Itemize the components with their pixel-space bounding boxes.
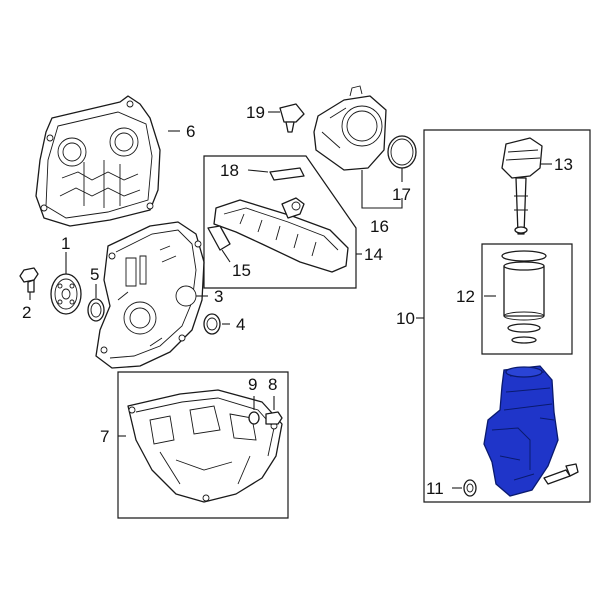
- callout-8: 8: [268, 375, 277, 394]
- filter-element-box: [481, 243, 573, 355]
- callout-1: 1: [61, 234, 70, 253]
- throttle-body: [313, 85, 387, 171]
- callout-7: 7: [100, 427, 109, 446]
- callout-11: 11: [426, 479, 444, 498]
- intake-gasket-18: [269, 167, 305, 181]
- pulley-bolt: [19, 267, 39, 293]
- filter-element: [501, 250, 547, 344]
- intake-manifold: [213, 197, 349, 273]
- intake-group-box: [203, 155, 357, 289]
- callout-13: 13: [554, 155, 573, 174]
- filter-group-box: [423, 129, 591, 503]
- callout-6: 6: [186, 122, 195, 141]
- filter-cap: [501, 137, 543, 235]
- front-timing-cover: [95, 221, 205, 369]
- oil-pan-box: [117, 371, 289, 519]
- intake-gasket-15: [207, 225, 231, 251]
- callout-18: 18: [220, 161, 239, 180]
- leader-15: [221, 249, 231, 263]
- oil-filter-housing: [483, 365, 559, 497]
- callout-15: 15: [232, 261, 251, 280]
- callout-19: 19: [246, 103, 265, 122]
- oil-pan: [127, 389, 283, 503]
- drain-plug-8: [265, 411, 283, 425]
- callout-9: 9: [248, 375, 257, 394]
- callout-4: 4: [236, 315, 245, 334]
- callout-14: 14: [364, 245, 383, 264]
- seal-4: [203, 313, 221, 335]
- front-seal: [87, 298, 105, 322]
- leader-16: [361, 170, 403, 209]
- housing-gasket-11: [463, 479, 477, 497]
- callout-10: 10: [396, 309, 415, 328]
- callout-17: 17: [392, 185, 411, 204]
- callout-5: 5: [90, 265, 99, 284]
- throttle-gasket-17: [387, 135, 417, 169]
- sensor-19: [279, 103, 305, 133]
- filter-housing-bolt: [543, 463, 579, 485]
- callout-12: 12: [456, 287, 475, 306]
- crankshaft-pulley: [50, 273, 82, 315]
- callout-2: 2: [22, 303, 31, 322]
- gasket-9: [248, 411, 260, 425]
- callout-16: 16: [370, 217, 389, 236]
- timing-cover-plate: [35, 95, 161, 227]
- leader-18: [247, 169, 269, 173]
- callout-3: 3: [214, 287, 223, 306]
